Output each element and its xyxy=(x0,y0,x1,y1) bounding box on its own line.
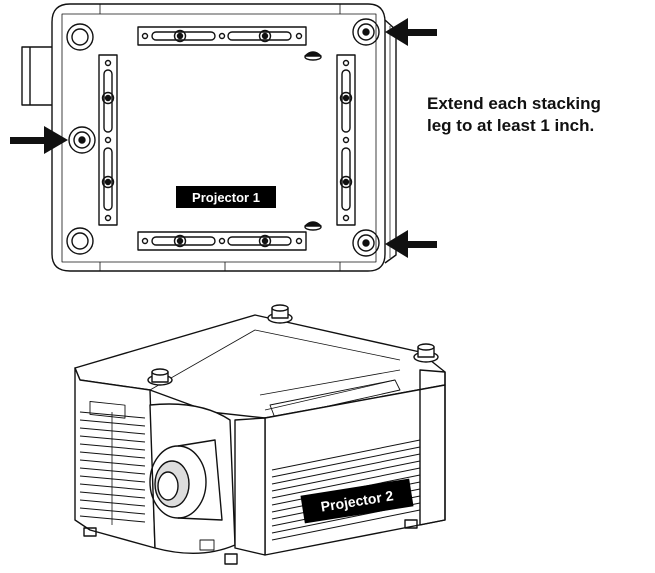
stacking-leg-right xyxy=(413,343,439,363)
small-handle-bottom xyxy=(304,221,322,231)
corner-foot-bottom-right xyxy=(352,229,380,257)
lens xyxy=(149,439,223,521)
corner-foot-bottom-left xyxy=(66,227,94,255)
rail-bottom xyxy=(137,231,307,251)
rail-left xyxy=(98,54,118,226)
arrow-top-right xyxy=(385,18,437,46)
instruction-text: Extend each stacking leg to at least 1 i… xyxy=(427,93,652,137)
instruction-line-1: Extend each stacking xyxy=(427,94,601,113)
corner-foot-mid-left xyxy=(68,126,96,154)
corner-foot-top-left xyxy=(66,23,94,51)
arrow-mid-left xyxy=(10,126,68,154)
projector-1-label: Projector 1 xyxy=(176,186,276,208)
rail-right xyxy=(336,54,356,226)
stacking-leg-front xyxy=(147,368,173,386)
front-vent-grille xyxy=(79,411,146,525)
stacking-leg-rear xyxy=(267,304,293,324)
arrow-bottom-right xyxy=(385,230,437,258)
corner-foot-top-right xyxy=(352,18,380,46)
rail-top xyxy=(137,26,307,46)
small-handle-top xyxy=(304,51,322,61)
projector-2-perspective-view xyxy=(74,304,446,565)
instruction-line-2: leg to at least 1 inch. xyxy=(427,116,595,135)
projector-1-top-view xyxy=(21,3,397,272)
